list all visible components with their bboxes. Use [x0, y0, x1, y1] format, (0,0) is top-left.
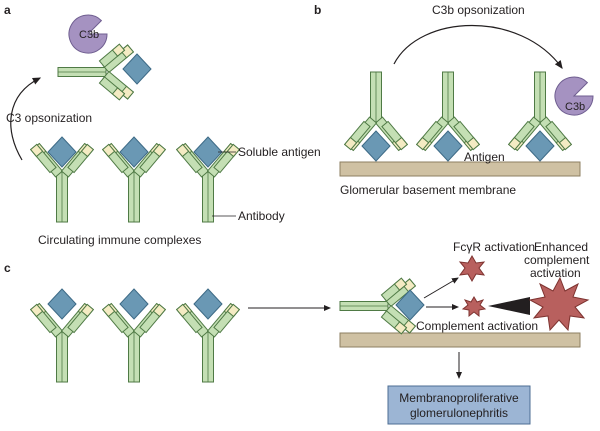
opsonized-antibody-a	[57, 43, 134, 101]
fcgr-arrow	[423, 277, 459, 299]
mpgn-outcome-box	[387, 385, 531, 425]
outcome-line1: Membranoproliferative	[399, 391, 519, 405]
fcgr-activation-star	[458, 254, 486, 283]
c3-opsonization-label: C3 opsonization	[6, 111, 92, 125]
enhanced-line1: Enhanced	[534, 240, 588, 254]
antibody-label: Antibody	[238, 209, 285, 223]
circulating-complexes-label: Circulating immune complexes	[38, 233, 201, 247]
amplification-wedge	[488, 297, 530, 315]
antigen-on-opsonized-a	[122, 53, 152, 85]
basement-membrane-c	[339, 332, 581, 348]
antigen-label: Antigen	[464, 150, 505, 164]
c3b-opsonization-arrow	[393, 24, 563, 69]
antigen-c1	[47, 288, 77, 320]
fcgr-activation-label: FcγR activation	[453, 240, 535, 254]
enhanced-line3: activation	[530, 266, 581, 280]
complement-star-small	[461, 296, 487, 318]
enhanced-complement-star	[528, 276, 590, 332]
c3-opsonization-arrow	[10, 77, 42, 161]
c3b-label-b: C3b	[565, 101, 585, 113]
panel-c-letter: c	[4, 261, 11, 275]
enhanced-line2: complement	[524, 253, 590, 267]
complement-activation-label: Complement activation	[416, 319, 538, 333]
antigen-c3	[193, 288, 223, 320]
panel-b-letter: b	[314, 3, 321, 17]
membrane-label: Glomerular basement membrane	[340, 183, 516, 197]
glomerular-basement-membrane	[339, 161, 581, 177]
c3b-label-a: C3b	[79, 29, 99, 41]
panel-a-letter: a	[4, 3, 11, 17]
soluble-antigen-label: Soluble antigen	[238, 145, 321, 159]
c3b-opsonization-label: C3b opsonization	[432, 3, 525, 17]
outcome-line2: glomerulonephritis	[410, 406, 508, 420]
antigen-c2	[119, 288, 149, 320]
